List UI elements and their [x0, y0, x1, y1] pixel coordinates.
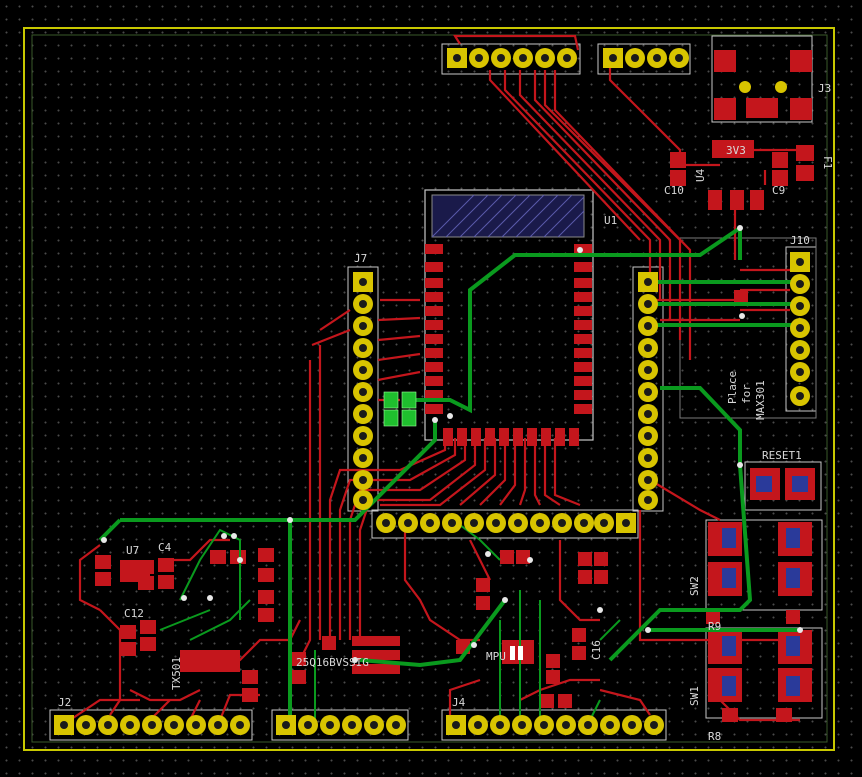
label-j10: J10	[790, 234, 810, 247]
label-u1: U1	[604, 214, 617, 227]
j4-courtyard	[441, 709, 667, 741]
sw2-courtyard	[705, 519, 823, 611]
label-for: for	[740, 384, 753, 404]
label-place: Place	[726, 371, 739, 404]
j1-courtyard	[271, 709, 409, 741]
label-j7: J7	[354, 252, 367, 265]
j5-courtyard	[441, 43, 581, 75]
label-sw2: SW2	[688, 576, 701, 596]
label-max: MAX301	[754, 380, 767, 420]
label-j3: J3	[818, 82, 831, 95]
reset-courtyard	[744, 461, 822, 511]
label-u4: U4	[694, 168, 707, 182]
label-j4: J4	[452, 696, 466, 709]
label-c4: C4	[158, 541, 172, 554]
back-copper-traces	[98, 226, 800, 720]
label-j2: J2	[58, 696, 71, 709]
board-edge-inner	[31, 34, 828, 743]
smd-pads	[95, 50, 815, 722]
j9-courtyard	[371, 509, 639, 539]
switch-hatch	[722, 476, 808, 696]
label-reset: RESET1	[762, 449, 802, 462]
label-c10: C10	[664, 184, 684, 197]
label-sw1: SW1	[688, 686, 701, 706]
antenna-hatch	[431, 194, 585, 238]
board-edge-outer	[23, 27, 835, 751]
mpu-center-pad	[510, 646, 523, 660]
label-r9: R9	[708, 620, 721, 633]
label-c16: C16	[590, 640, 603, 660]
back-copper-thin	[159, 524, 621, 721]
label-r8: R8	[708, 730, 721, 743]
j2-courtyard	[49, 709, 253, 741]
tht-pads	[54, 48, 810, 735]
label-u7: U7	[126, 544, 139, 557]
label-mpu: MPU	[486, 650, 506, 663]
label-c12: C12	[124, 607, 144, 620]
back-pads	[383, 391, 417, 427]
j6-courtyard	[597, 43, 691, 75]
label-f1: F1	[821, 156, 834, 169]
label-u4-value: 3V3	[726, 144, 746, 157]
u1-antenna-keepout	[431, 194, 585, 238]
label-c9: C9	[772, 184, 785, 197]
front-copper-traces	[69, 34, 801, 722]
label-flash: 25Q16BVSSIG	[296, 656, 369, 669]
drill-holes	[60, 54, 804, 729]
j3-courtyard	[711, 35, 813, 123]
vias	[101, 225, 803, 663]
label-tx501: TX501	[170, 657, 183, 690]
